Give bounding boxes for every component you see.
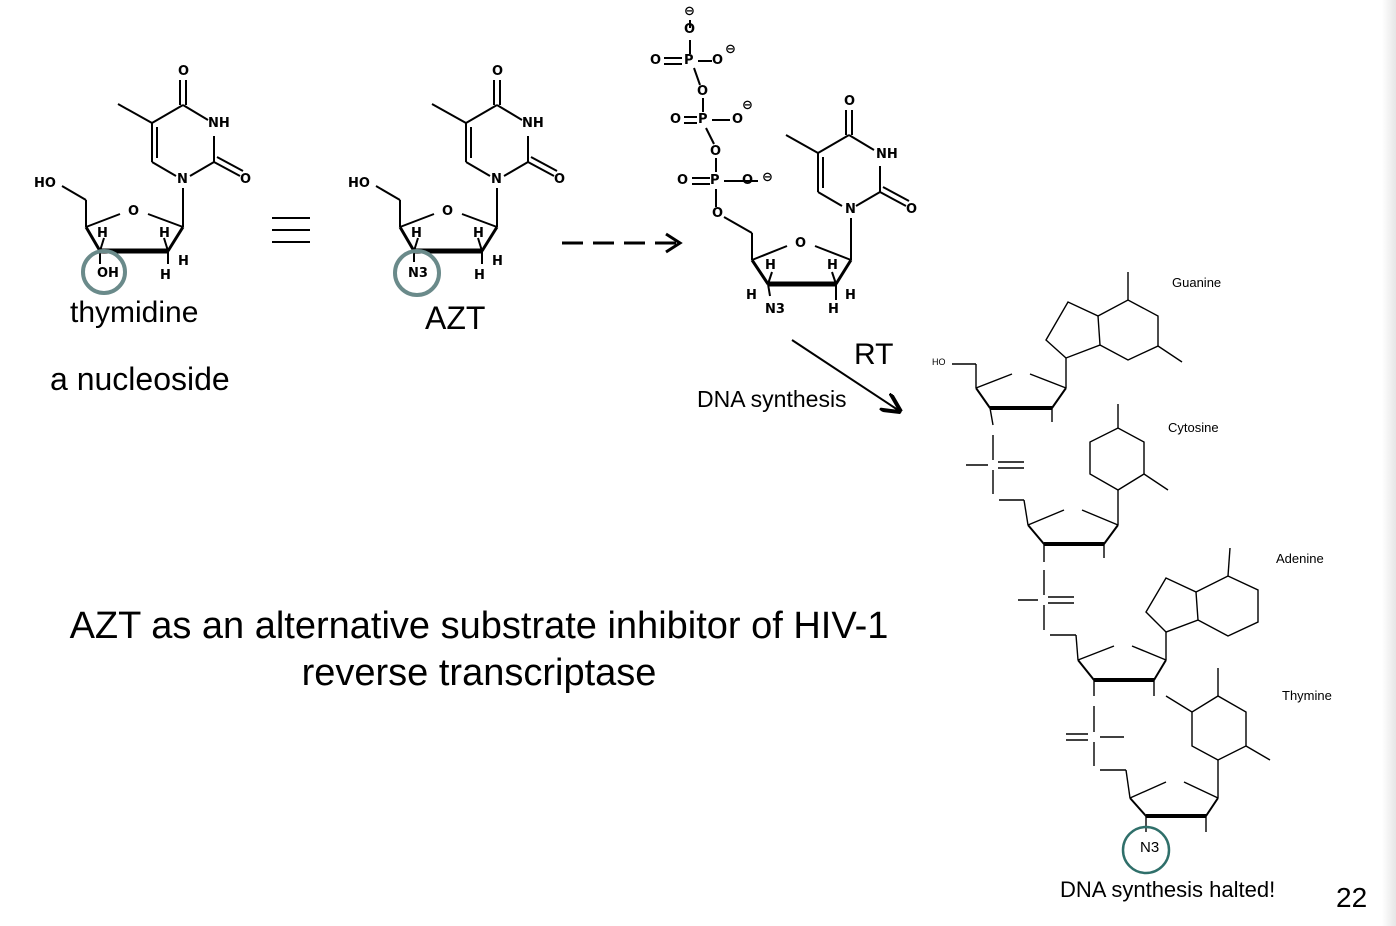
tp-ominus-1: ⊖	[684, 4, 695, 19]
thymidine-h4-label: H	[178, 254, 189, 269]
thymidine-h2-label: H	[159, 226, 170, 241]
azt-o-right-label: O	[554, 172, 566, 187]
n3-highlight-circle	[393, 249, 441, 297]
azt-triphosphate-structure	[664, 20, 910, 300]
tp-h2: H	[827, 258, 838, 273]
oh-highlight-circle	[81, 249, 127, 295]
tp-o-ring: O	[795, 236, 807, 251]
caption-line-1: AZT as an alternative substrate inhibito…	[69, 605, 889, 647]
azt-ho-label: HO	[348, 176, 370, 191]
thymidine-h3-label: H	[160, 268, 171, 283]
tp-ominus-4: ⊖	[762, 170, 773, 185]
tp-ominus-3: ⊖	[742, 98, 753, 113]
tp-o-1: O	[684, 22, 696, 37]
tp-nh-label: NH	[876, 147, 898, 162]
tp-p-2: P	[698, 112, 708, 127]
azt-n-label: N	[491, 172, 502, 187]
thymidine-ho-label: HO	[34, 176, 56, 191]
azt-h1-label: H	[411, 226, 422, 241]
cytosine-label: Cytosine	[1168, 420, 1219, 435]
thymidine-structure	[61, 80, 244, 264]
tp-o-7: O	[710, 144, 722, 159]
slide-edge	[1382, 0, 1396, 926]
tp-ominus-2: ⊖	[725, 42, 736, 57]
thymidine-oh-label: OH	[97, 266, 119, 281]
azt-o-top-label: O	[492, 64, 504, 79]
tp-o-5: O	[670, 112, 682, 127]
dna-synthesis-label: DNA synthesis	[697, 386, 847, 412]
tp-o-right: O	[906, 202, 918, 217]
nucleoside-label: a nucleoside	[50, 361, 230, 397]
tp-o-4: O	[697, 84, 709, 99]
rt-arrow	[791, 339, 898, 410]
tp-p-3: P	[710, 173, 720, 188]
thymine-label: Thymine	[1282, 688, 1332, 703]
thymidine-o-right-label: O	[240, 172, 252, 187]
azt-h3-label: H	[474, 268, 485, 283]
tp-n3-label: N3	[765, 302, 785, 317]
azt-h2-label: H	[473, 226, 484, 241]
thymidine-o-ring-label: O	[128, 204, 140, 219]
equivalence-symbol	[272, 217, 310, 243]
thymidine-label: thymidine	[70, 296, 199, 329]
azt-structure	[375, 80, 558, 264]
tp-o-3: O	[712, 53, 724, 68]
dna-chain-structure	[952, 272, 1271, 832]
azt-n3-label: N3	[408, 266, 428, 281]
tp-h5: H	[845, 288, 856, 303]
azt-h4-label: H	[492, 254, 503, 269]
tp-h3: H	[746, 288, 757, 303]
tp-o-top: O	[844, 94, 856, 109]
tp-o-2: O	[650, 53, 662, 68]
guanine-label: Guanine	[1172, 275, 1222, 290]
dashed-arrow	[562, 232, 683, 254]
thymidine-n-label: N	[177, 172, 188, 187]
dna-ho-label: HO	[932, 357, 946, 367]
adenine-label: Adenine	[1276, 551, 1324, 566]
tp-p-1: P	[684, 53, 694, 68]
tp-h1: H	[765, 258, 776, 273]
slide-number: 22	[1336, 882, 1368, 913]
halted-label: DNA synthesis halted!	[1060, 877, 1276, 902]
n3-terminal-circle	[1121, 825, 1171, 875]
thymidine-o-top-label: O	[178, 64, 190, 79]
azt-o-ring-label: O	[442, 204, 454, 219]
tp-o-9: O	[742, 173, 754, 188]
slide-caption: AZT as an alternative substrate inhibito…	[40, 603, 918, 697]
tp-o-10: O	[712, 206, 724, 221]
azt-label: AZT	[425, 300, 486, 336]
thymidine-h1-label: H	[97, 226, 108, 241]
dna-n3-label: N3	[1140, 839, 1160, 856]
tp-h4: H	[828, 302, 839, 317]
thymidine-nh-label: NH	[208, 116, 230, 131]
tp-o-8: O	[677, 173, 689, 188]
rt-label: RT	[854, 338, 894, 371]
caption-line-2: reverse transcriptase	[301, 652, 657, 694]
tp-o-6: O	[732, 112, 744, 127]
azt-nh-label: NH	[522, 116, 544, 131]
tp-n-label: N	[845, 202, 856, 217]
